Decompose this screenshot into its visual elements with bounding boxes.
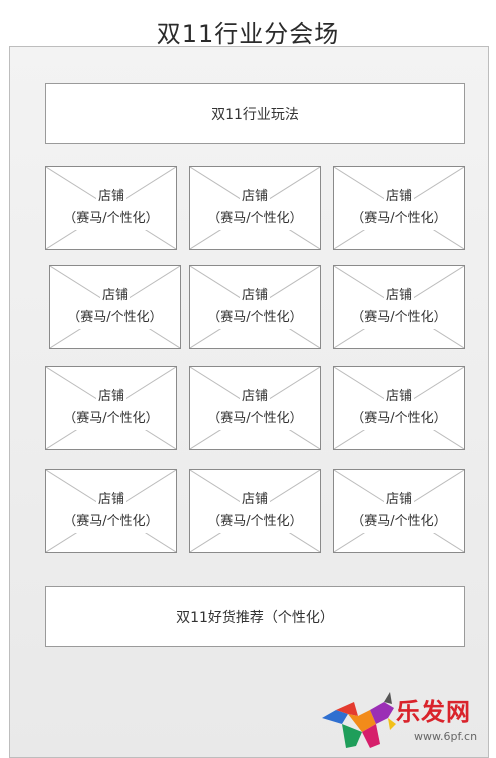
store-placeholder[interactable]: 店铺（赛马/个性化） [189, 166, 321, 250]
store-label: 店铺 [239, 386, 270, 408]
top-banner[interactable]: 双11行业玩法 [45, 83, 465, 144]
store-label: 店铺 [383, 386, 414, 408]
store-sublabel: （赛马/个性化） [349, 511, 449, 533]
store-label: 店铺 [95, 186, 126, 208]
watermark-url: www.6pf.cn [414, 730, 478, 743]
watermark-logo: 乐发网 www.6pf.cn [318, 688, 496, 754]
store-sublabel: （赛马/个性化） [349, 307, 449, 329]
store-placeholder[interactable]: 店铺（赛马/个性化） [333, 265, 465, 349]
store-label: 店铺 [383, 285, 414, 307]
top-banner-label: 双11行业玩法 [211, 106, 299, 123]
store-placeholder[interactable]: 店铺（赛马/个性化） [333, 366, 465, 450]
store-placeholder[interactable]: 店铺（赛马/个性化） [189, 469, 321, 553]
store-label: 店铺 [95, 489, 126, 511]
store-label: 店铺 [383, 489, 414, 511]
store-placeholder[interactable]: 店铺（赛马/个性化） [45, 366, 177, 450]
store-placeholder[interactable]: 店铺（赛马/个性化） [45, 166, 177, 250]
store-sublabel: （赛马/个性化） [61, 511, 161, 533]
watermark-brand: 乐发网 [396, 697, 471, 726]
store-label: 店铺 [95, 386, 126, 408]
store-sublabel: （赛马/个性化） [205, 511, 305, 533]
store-placeholder[interactable]: 店铺（赛马/个性化） [333, 166, 465, 250]
store-sublabel: （赛马/个性化） [349, 408, 449, 430]
store-sublabel: （赛马/个性化） [65, 307, 165, 329]
store-sublabel: （赛马/个性化） [61, 408, 161, 430]
store-placeholder[interactable]: 店铺（赛马/个性化） [189, 366, 321, 450]
store-label: 店铺 [239, 285, 270, 307]
store-sublabel: （赛马/个性化） [205, 208, 305, 230]
bottom-banner[interactable]: 双11好货推荐（个性化） [45, 586, 465, 647]
store-sublabel: （赛马/个性化） [61, 208, 161, 230]
store-placeholder[interactable]: 店铺（赛马/个性化） [49, 265, 181, 349]
store-placeholder[interactable]: 店铺（赛马/个性化） [189, 265, 321, 349]
store-placeholder[interactable]: 店铺（赛马/个性化） [333, 469, 465, 553]
bottom-banner-label: 双11好货推荐（个性化） [176, 609, 334, 626]
page-title: 双11行业分会场 [156, 20, 340, 48]
store-sublabel: （赛马/个性化） [205, 408, 305, 430]
store-label: 店铺 [383, 186, 414, 208]
store-label: 店铺 [239, 489, 270, 511]
store-sublabel: （赛马/个性化） [205, 307, 305, 329]
store-sublabel: （赛马/个性化） [349, 208, 449, 230]
store-placeholder[interactable]: 店铺（赛马/个性化） [45, 469, 177, 553]
bull-icon [322, 692, 396, 748]
store-label: 店铺 [239, 186, 270, 208]
store-label: 店铺 [99, 285, 130, 307]
